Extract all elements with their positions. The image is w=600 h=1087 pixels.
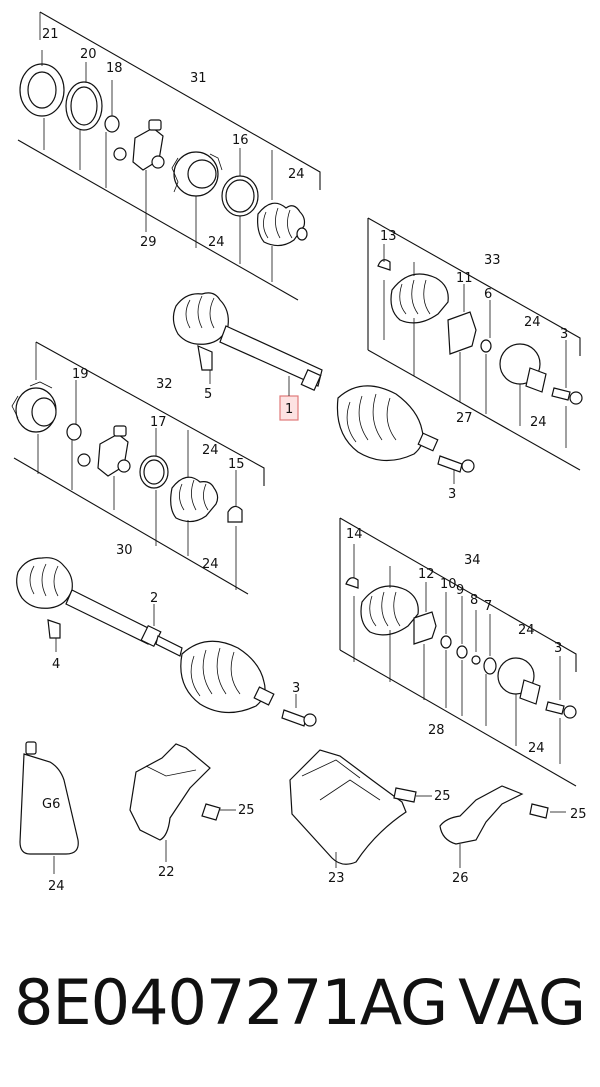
shield-23 <box>289 749 432 868</box>
callout-1[interactable]: 1 <box>285 402 293 417</box>
drive-shaft-1 <box>172 292 475 484</box>
callout-6: 6 <box>484 287 492 302</box>
callout-4: 4 <box>52 657 60 672</box>
tube-label: G6 <box>42 797 60 812</box>
callout-19: 19 <box>72 367 89 382</box>
callout-31: 31 <box>190 71 207 86</box>
footer: 8E0407271AG VAG <box>0 958 600 1078</box>
callout-33: 33 <box>484 253 501 268</box>
kit-frame-31 <box>17 11 321 301</box>
callout-14: 14 <box>346 527 363 542</box>
callout-9: 9 <box>456 583 464 598</box>
callout-labels: 21 20 18 31 16 24 29 24 13 33 11 6 24 3 … <box>42 27 587 894</box>
callout-3: 3 <box>448 487 456 502</box>
callout-28: 28 <box>428 723 445 738</box>
callout-24: 24 <box>208 235 225 250</box>
kit-frame-34 <box>339 517 577 787</box>
callout-25: 25 <box>434 789 451 804</box>
callout-26: 26 <box>452 871 469 886</box>
kit-frame-32 <box>13 341 265 595</box>
callout-25: 25 <box>238 803 255 818</box>
kit-31-parts <box>19 50 308 282</box>
callout-24: 24 <box>202 557 219 572</box>
callout-24: 24 <box>528 741 545 756</box>
callout-24: 24 <box>530 415 547 430</box>
callout-25: 25 <box>570 807 587 822</box>
callout-20: 20 <box>80 47 97 62</box>
callout-29: 29 <box>140 235 157 250</box>
shield-22 <box>129 743 236 862</box>
brand-name: VAG <box>458 966 586 1039</box>
callout-24: 24 <box>48 879 65 894</box>
callout-15: 15 <box>228 457 245 472</box>
callout-3: 3 <box>554 641 562 656</box>
callout-13: 13 <box>380 229 397 244</box>
callout-11: 11 <box>456 271 473 286</box>
grease-tube-24: G6 <box>19 741 79 874</box>
exploded-parts-diagram: G6 21 20 18 31 16 24 29 24 13 33 11 6 24 <box>11 11 587 894</box>
callout-12: 12 <box>418 567 435 582</box>
callout-24: 24 <box>288 167 305 182</box>
kit-33-parts <box>377 244 583 448</box>
kit-frame-33 <box>367 217 581 471</box>
callout-22: 22 <box>158 865 175 880</box>
kit-34-parts <box>345 544 577 764</box>
callout-7: 7 <box>484 599 492 614</box>
callout-16: 16 <box>232 133 249 148</box>
part-number: 8E0407271AG <box>14 966 448 1039</box>
callout-2: 2 <box>150 591 158 606</box>
callout-10: 10 <box>440 577 457 592</box>
callout-5: 5 <box>204 387 212 402</box>
callout-24: 24 <box>202 443 219 458</box>
callout-21: 21 <box>42 27 59 42</box>
drive-shaft-2 <box>16 557 317 727</box>
callout-23: 23 <box>328 871 345 886</box>
callout-24: 24 <box>518 623 535 638</box>
callout-3: 3 <box>292 681 300 696</box>
callout-27: 27 <box>456 411 473 426</box>
callout-32: 32 <box>156 377 173 392</box>
callout-24: 24 <box>524 315 541 330</box>
bracket-26 <box>439 785 566 868</box>
kit-32-parts <box>11 380 243 590</box>
callout-17: 17 <box>150 415 167 430</box>
callout-8: 8 <box>470 593 478 608</box>
callout-30: 30 <box>116 543 133 558</box>
callout-18: 18 <box>106 61 123 76</box>
callout-3: 3 <box>560 327 568 342</box>
callout-34: 34 <box>464 553 481 568</box>
